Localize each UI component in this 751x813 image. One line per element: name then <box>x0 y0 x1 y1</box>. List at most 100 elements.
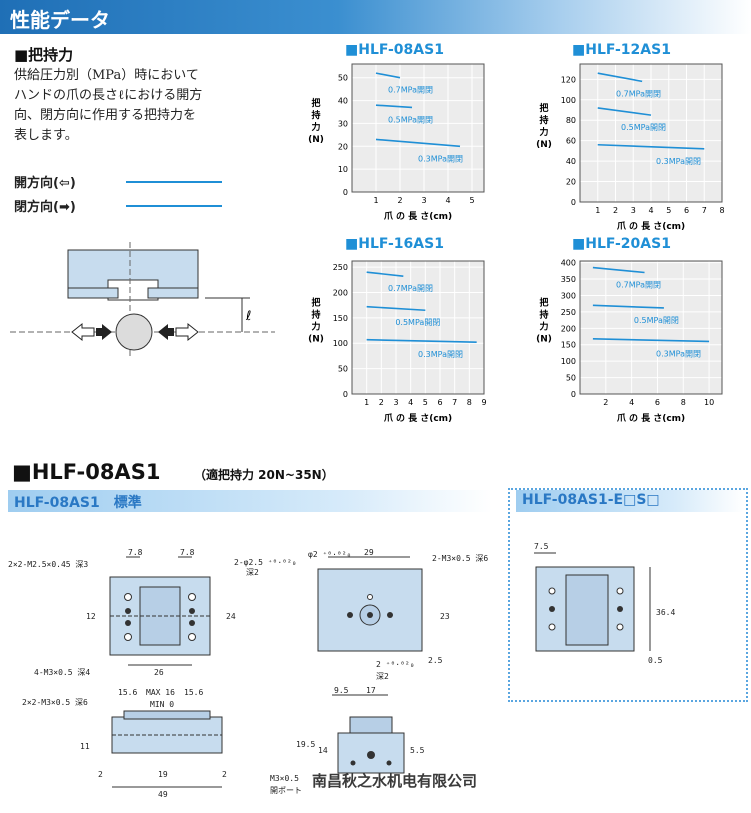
y-tick-label: 100 <box>561 357 576 366</box>
series-label: 0.7MPa開閉 <box>616 280 661 289</box>
x-tick-label: 5 <box>666 206 671 215</box>
svg-text:9.5: 9.5 <box>334 686 349 695</box>
series-label: 0.7MPa開閉 <box>388 86 433 95</box>
series-label: 0.3MPa開閉 <box>656 349 701 358</box>
x-tick-label: 2 <box>397 196 402 205</box>
svg-text:11: 11 <box>80 742 90 751</box>
svg-text:2-φ2.5 ⁺⁰·⁰²₀: 2-φ2.5 ⁺⁰·⁰²₀ <box>234 558 297 567</box>
x-tick-label: 7 <box>702 206 707 215</box>
claw-length-label: ℓ <box>245 309 251 324</box>
series-label: 0.5MPa開閉 <box>621 123 666 132</box>
svg-text:深2: 深2 <box>246 568 259 577</box>
x-tick-label: 4 <box>629 398 634 407</box>
svg-text:49: 49 <box>158 790 168 799</box>
x-tick-label: 8 <box>467 398 472 407</box>
svg-text:2: 2 <box>98 770 103 779</box>
chart-title-16: ■HLF-16AS1 <box>345 236 444 252</box>
e-variant-view: 7.5 36.4 0.5 <box>534 542 675 665</box>
series-line <box>366 338 477 344</box>
technical-drawings: 7.8 7.8 2-φ2.5 ⁺⁰·⁰²₀ 深2 2×2-M2.5×0.45 深… <box>8 542 675 799</box>
end-view: 29 φ2 ⁺⁰·⁰²₀ 2-M3×0.5 深6 23 2.5 2 ⁺⁰·⁰²₀… <box>308 548 488 681</box>
y-tick-label: 20 <box>566 178 576 187</box>
y-tick-label: 50 <box>566 374 576 383</box>
variant-band <box>516 490 744 512</box>
svg-text:19.5: 19.5 <box>296 740 315 749</box>
y-tick-label: 20 <box>338 142 348 151</box>
description-line: 向、閉方向に作用する把持力を <box>14 108 197 123</box>
svg-text:7.8: 7.8 <box>128 548 143 557</box>
x-tick-label: 3 <box>421 196 426 205</box>
y-tick-label: 0 <box>343 188 348 197</box>
x-axis-label: 爪 の 長 さ(cm) <box>617 413 685 424</box>
company-watermark: 南昌秋之水机电有限公司 <box>312 772 478 790</box>
x-tick-label: 6 <box>437 398 442 407</box>
svg-text:0.5: 0.5 <box>648 656 663 665</box>
y-tick-label: 150 <box>333 314 348 323</box>
y-tick-label: 0 <box>571 390 576 399</box>
grip-description: 供給圧力別（MPa）時において ハンドの爪の長さℓにおける開方 向、閉方向に作用… <box>14 66 254 146</box>
y-tick-label: 0 <box>571 198 576 207</box>
svg-text:2×2-M3×0.5 深6: 2×2-M3×0.5 深6 <box>22 698 88 707</box>
svg-text:26: 26 <box>154 668 164 677</box>
y-tick-label: 50 <box>338 365 348 374</box>
svg-text:7.5: 7.5 <box>534 542 549 551</box>
y-tick-label: 250 <box>561 308 576 317</box>
x-tick-label: 6 <box>655 398 660 407</box>
jaw-left <box>67 287 119 299</box>
svg-text:4-M3×0.5 深4: 4-M3×0.5 深4 <box>34 668 90 677</box>
svg-text:2: 2 <box>222 770 227 779</box>
series-label: 0.5MPa開閉 <box>395 318 440 327</box>
y-tick-label: 60 <box>566 137 576 146</box>
x-tick-label: 5 <box>469 196 474 205</box>
y-tick-label: 40 <box>566 157 576 166</box>
y-tick-label: 50 <box>338 74 348 83</box>
y-tick-label: 200 <box>333 288 348 297</box>
x-tick-label: 6 <box>684 206 689 215</box>
y-tick-label: 30 <box>338 119 348 128</box>
close-arrow-right-icon <box>96 324 112 340</box>
y-tick-label: 400 <box>561 259 576 268</box>
y-tick-label: 300 <box>561 291 576 300</box>
legend-close-label: 閉方向(➡) <box>14 200 76 215</box>
front-view: 9.5 17 19.5 14 5.5 M3×0.5 開ポート <box>270 686 425 795</box>
plot-frame <box>579 260 723 395</box>
open-arrow-left-icon <box>71 322 95 342</box>
x-tick-label: 3 <box>631 206 636 215</box>
svg-text:深2: 深2 <box>376 672 389 681</box>
y-axis-label: 把持力(N) <box>308 297 324 345</box>
x-tick-label: 10 <box>704 398 714 407</box>
legend-close-line <box>126 205 222 207</box>
svg-text:φ2 ⁺⁰·⁰²₀: φ2 ⁺⁰·⁰²₀ <box>308 550 351 559</box>
x-tick-label: 2 <box>603 398 608 407</box>
x-tick-label: 9 <box>481 398 486 407</box>
y-axis-label: 把持力(N) <box>308 97 324 145</box>
series-line <box>592 266 645 274</box>
x-tick-label: 2 <box>613 206 618 215</box>
x-tick-label: 4 <box>648 206 653 215</box>
x-tick-label: 4 <box>408 398 413 407</box>
y-tick-label: 100 <box>561 96 576 105</box>
svg-text:7.8: 7.8 <box>180 548 195 557</box>
series-label: 0.7MPa開閉 <box>616 89 661 98</box>
series-line <box>375 138 461 148</box>
model-title: ■HLF-08AS1 <box>12 460 161 484</box>
series-label: 0.5MPa開閉 <box>634 316 679 325</box>
y-tick-label: 100 <box>333 339 348 348</box>
x-tick-label: 5 <box>423 398 428 407</box>
svg-text:2-M3×0.5 深6: 2-M3×0.5 深6 <box>432 554 488 563</box>
series-label: 0.3MPa開閉 <box>418 154 463 163</box>
y-tick-label: 120 <box>561 75 576 84</box>
x-tick-label: 7 <box>452 398 457 407</box>
x-axis-label: 爪 の 長 さ(cm) <box>384 413 452 424</box>
plot-frame <box>351 63 485 193</box>
chart-title-08: ■HLF-08AS1 <box>345 42 444 58</box>
series-line <box>375 104 413 109</box>
svg-text:15.6: 15.6 <box>118 688 137 697</box>
chart-title-12: ■HLF-12AS1 <box>572 42 671 58</box>
svg-text:2 ⁺⁰·⁰²₀: 2 ⁺⁰·⁰²₀ <box>376 660 415 669</box>
svg-text:19: 19 <box>158 770 168 779</box>
series-line <box>597 72 643 83</box>
x-tick-label: 1 <box>373 196 378 205</box>
